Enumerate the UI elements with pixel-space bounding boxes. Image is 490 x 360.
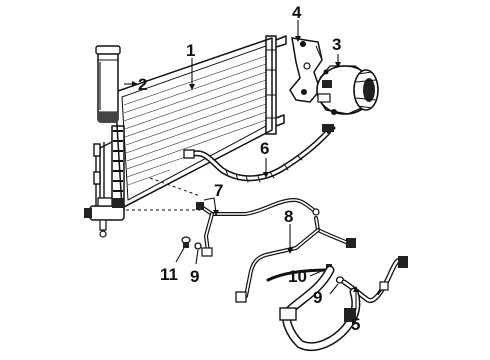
leader-9b bbox=[329, 283, 339, 295]
valve-11 bbox=[183, 242, 189, 248]
callout-9-right: 9 bbox=[313, 288, 322, 307]
callout-5: 5 bbox=[351, 315, 360, 334]
callout-4: 4 bbox=[292, 3, 302, 22]
condenser-assembly bbox=[84, 35, 287, 238]
receiver-dryer bbox=[95, 45, 121, 123]
callout-9-left: 9 bbox=[190, 267, 199, 286]
suction-hose-5 bbox=[266, 256, 408, 352]
leader-7 bbox=[203, 197, 217, 213]
leader-10 bbox=[309, 269, 325, 277]
condenser-right-tank bbox=[265, 35, 277, 135]
condenser-bottom-fittings bbox=[84, 197, 125, 238]
callout-8: 8 bbox=[284, 207, 293, 226]
suction-hose-8 bbox=[235, 216, 356, 303]
liquid-line bbox=[196, 197, 320, 257]
callout-labels: 1 2 3 4 5 6 7 8 9 9 10 11 bbox=[138, 3, 360, 334]
condenser-fins bbox=[123, 55, 267, 186]
compressor-bracket bbox=[289, 37, 323, 103]
compressor bbox=[316, 65, 379, 115]
condenser-core bbox=[114, 37, 273, 209]
leader-arrowheads bbox=[132, 36, 359, 292]
callout-6: 6 bbox=[260, 139, 269, 158]
callout-1: 1 bbox=[186, 41, 195, 60]
leader-lines bbox=[124, 20, 357, 310]
callout-10: 10 bbox=[288, 267, 307, 286]
leader-9a bbox=[195, 249, 199, 265]
discharge-hose bbox=[183, 124, 336, 183]
callout-11: 11 bbox=[160, 265, 178, 284]
callout-7: 7 bbox=[214, 181, 223, 200]
callout-2: 2 bbox=[138, 75, 147, 94]
seal-9-left bbox=[194, 242, 202, 250]
leader-11 bbox=[175, 247, 185, 263]
condenser-bracket-top-right bbox=[275, 35, 287, 48]
condenser-bracket-bottom-right bbox=[275, 114, 285, 127]
callout-3: 3 bbox=[332, 35, 341, 54]
